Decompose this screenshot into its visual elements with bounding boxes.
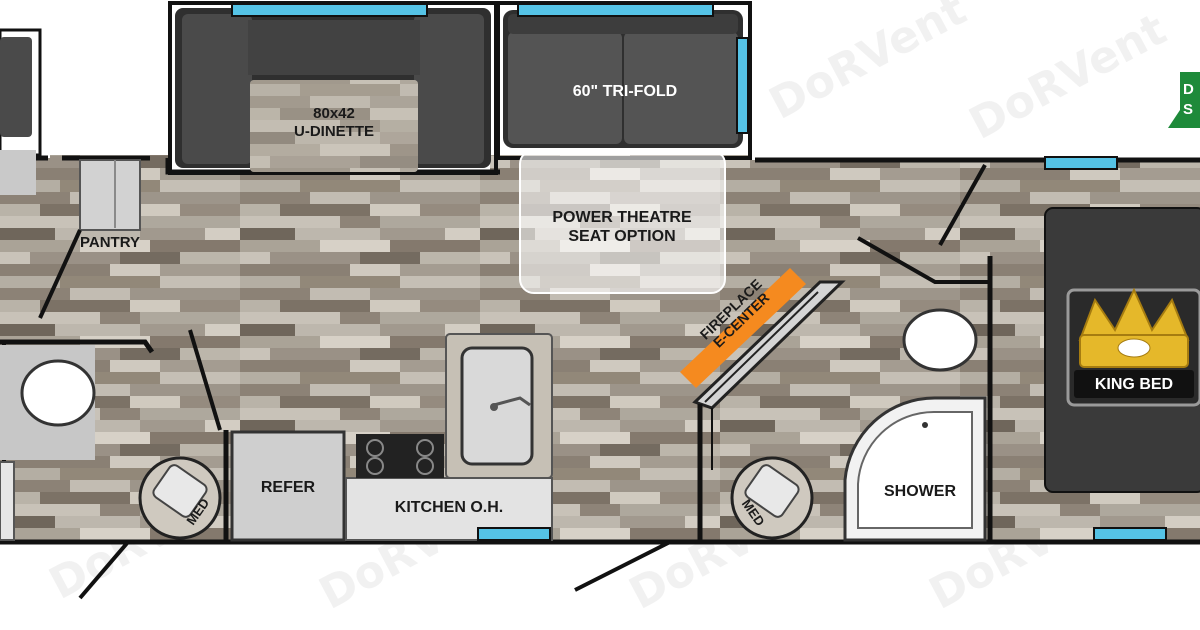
theatre-seat-outline bbox=[519, 149, 726, 294]
corner-tag-label: D S bbox=[1183, 80, 1200, 119]
corner-tag-line1: D bbox=[1183, 81, 1194, 98]
kitchen-window bbox=[477, 527, 551, 541]
bedroom-window-top bbox=[1044, 156, 1118, 170]
corner-tag bbox=[1168, 72, 1200, 128]
dinette-size: 80x42 bbox=[313, 105, 355, 122]
refer-label: REFER bbox=[260, 479, 316, 496]
refer bbox=[230, 430, 346, 542]
u-dinette bbox=[175, 8, 491, 172]
dinette-label: 80x42 U-DINETTE bbox=[262, 105, 406, 141]
kitchen-oh-label: KITCHEN O.H. bbox=[394, 499, 504, 516]
shower bbox=[843, 396, 987, 542]
fireplace-unit bbox=[680, 268, 846, 410]
dinette-name: U-DINETTE bbox=[294, 123, 374, 140]
theatre-line2: SEAT OPTION bbox=[568, 228, 676, 246]
exit-door bbox=[574, 540, 671, 592]
bedroom-window-bottom bbox=[1093, 527, 1167, 541]
theatre-line1: POWER THEATRE bbox=[552, 209, 692, 226]
left-room-box bbox=[0, 28, 42, 195]
toilet bbox=[902, 308, 978, 372]
corner-tag-line2: S bbox=[1183, 100, 1194, 118]
sofa-window-side bbox=[736, 37, 749, 134]
svg-text:DoRVent: DoRVent bbox=[961, 4, 1174, 150]
pantry-label: PANTRY bbox=[80, 234, 140, 251]
left-med-sink bbox=[138, 456, 222, 540]
king-bed-label: KING BED bbox=[1094, 376, 1174, 393]
dinette-window bbox=[231, 3, 428, 17]
theatre-label: POWER THEATRE SEAT OPTION bbox=[522, 208, 722, 246]
entry-door bbox=[78, 540, 130, 600]
right-bath-walls bbox=[857, 164, 993, 540]
shower-label: SHOWER bbox=[884, 483, 956, 500]
left-bath bbox=[0, 339, 155, 541]
svg-text:DoRVent: DoRVent bbox=[761, 0, 974, 130]
trifold-sofa bbox=[503, 10, 743, 148]
sofa-window-top bbox=[517, 3, 714, 17]
king-bed bbox=[1044, 207, 1200, 493]
right-med-sink bbox=[730, 456, 814, 540]
pantry bbox=[38, 159, 141, 319]
entry-door-line bbox=[188, 329, 222, 431]
kitchen-counter bbox=[345, 333, 553, 541]
trifold-label: 60" TRI-FOLD bbox=[572, 83, 678, 100]
